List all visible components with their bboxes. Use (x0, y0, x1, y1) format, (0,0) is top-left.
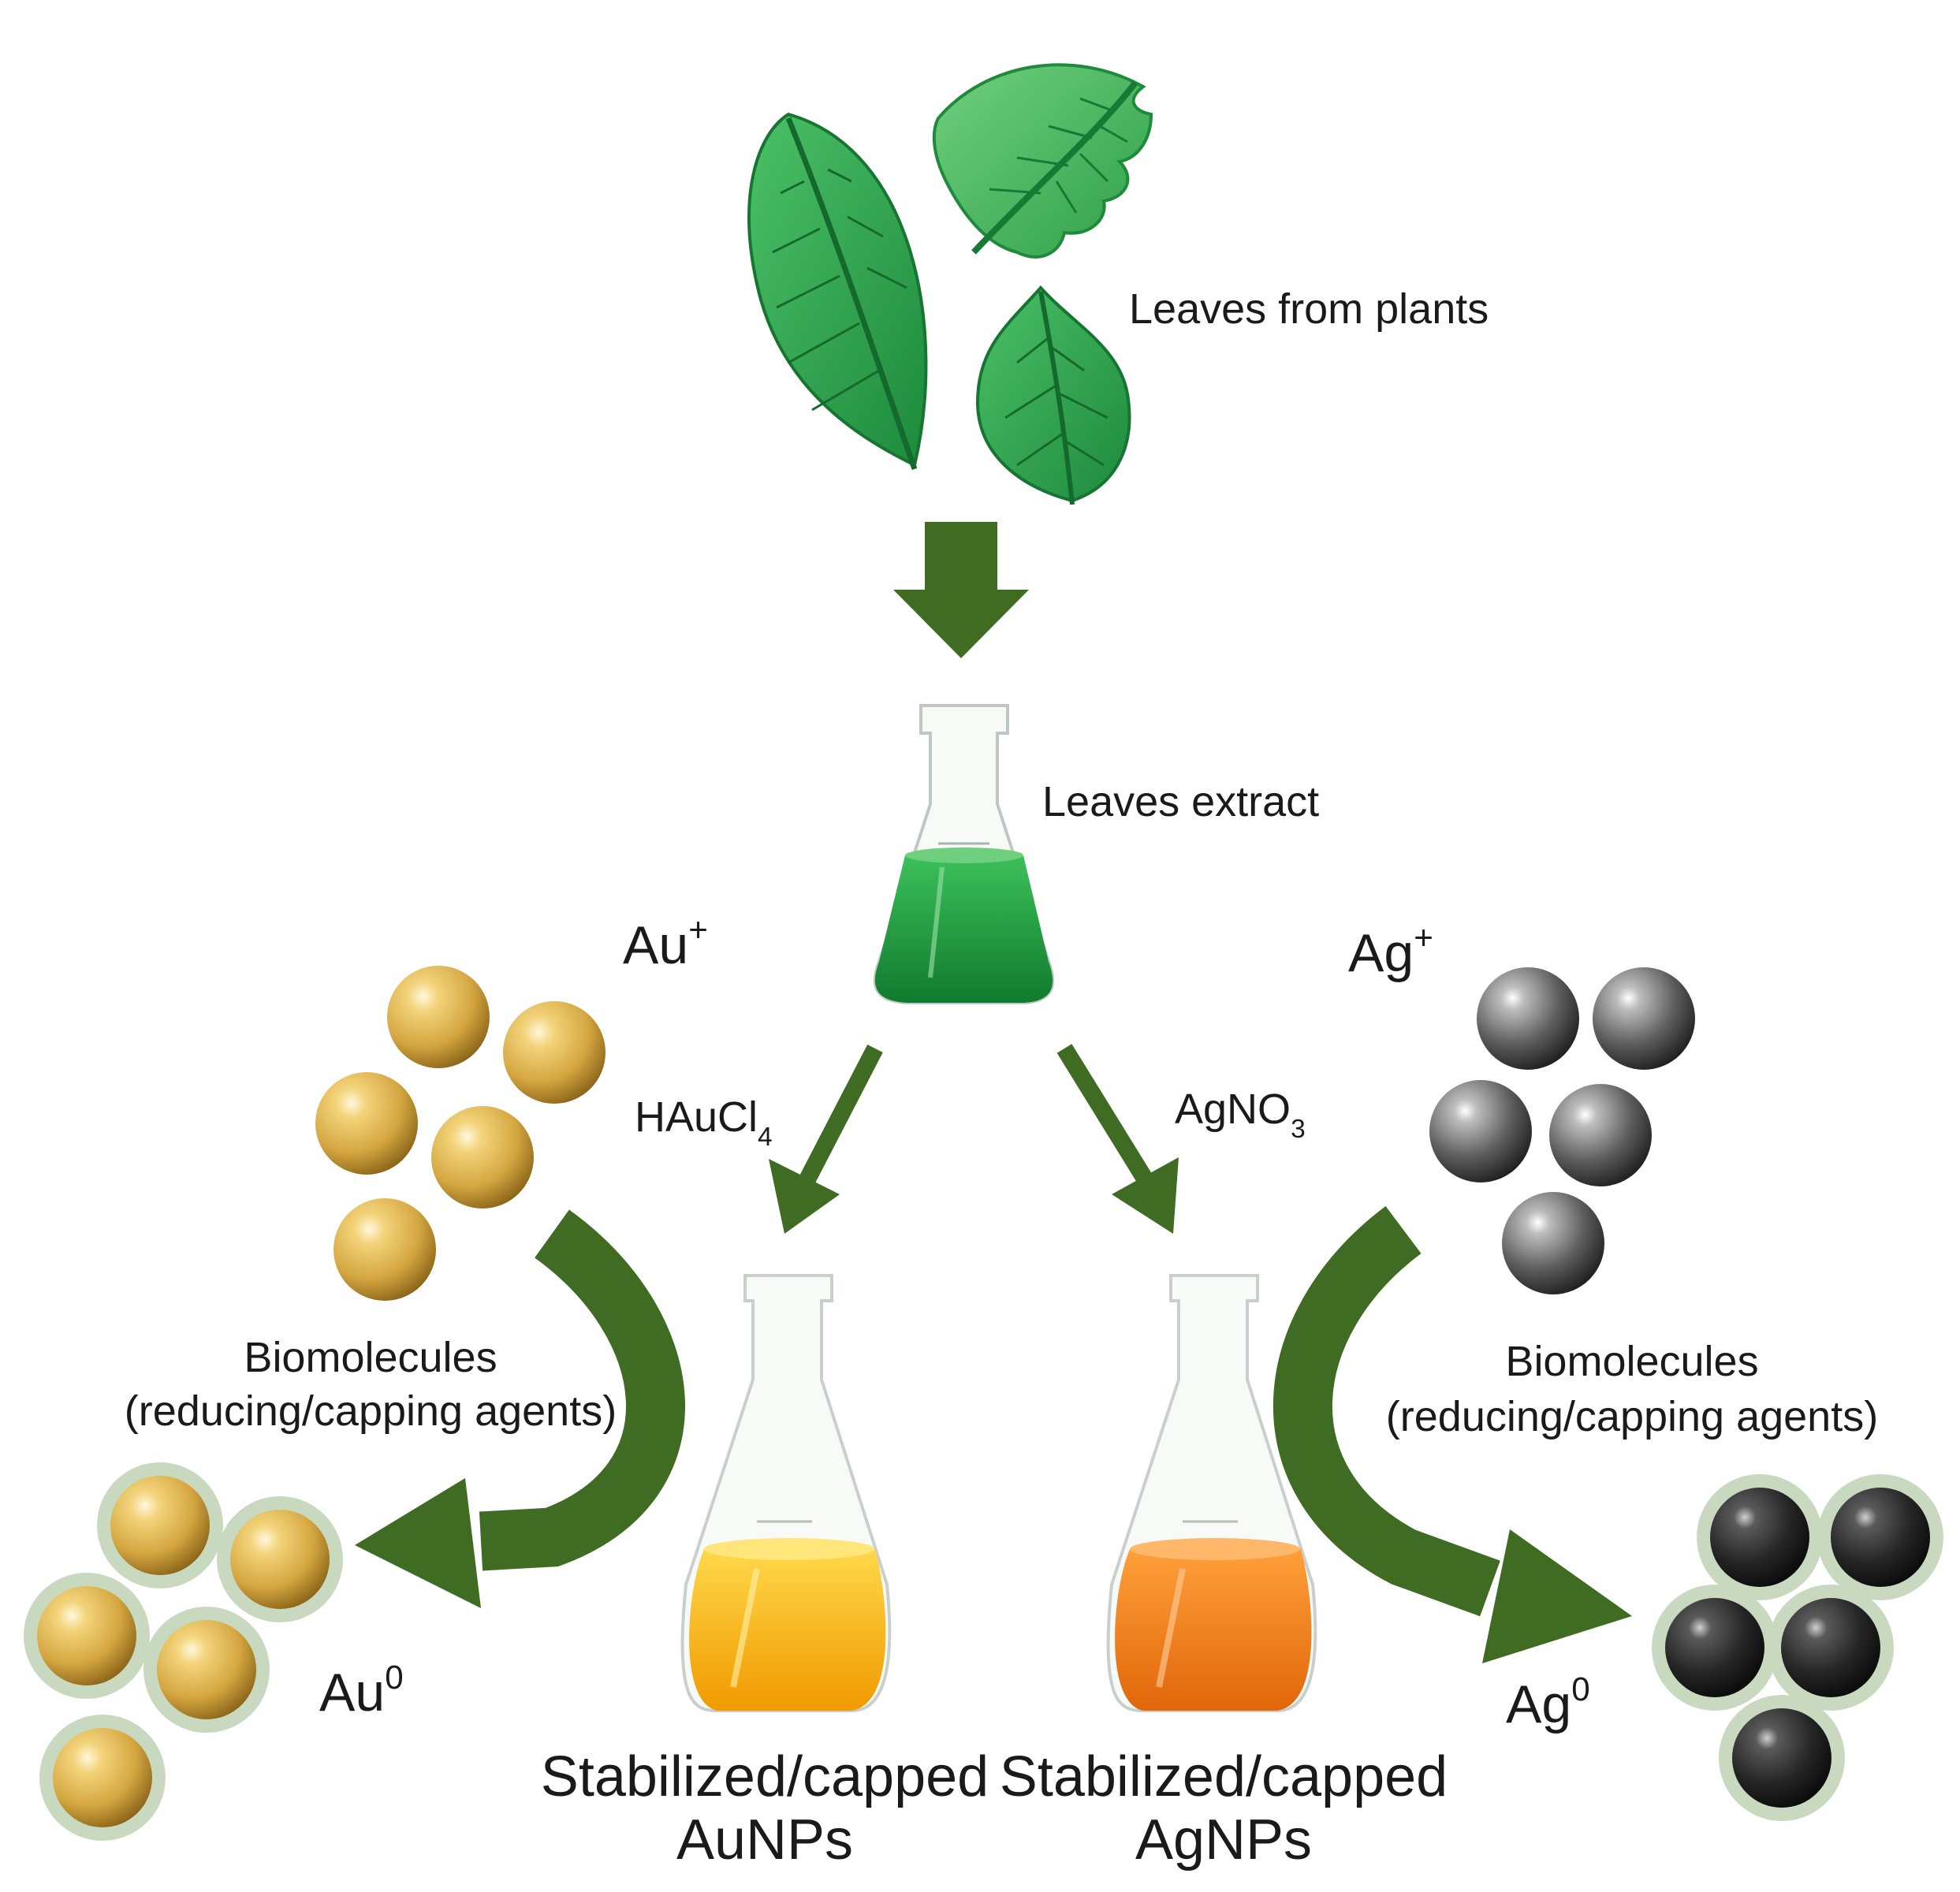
ag-ion-label: Ag+ (1348, 919, 1433, 983)
nanoparticle-icon (333, 1198, 436, 1301)
nanoparticle-icon (431, 1106, 534, 1209)
agnps-label-line1: Stabilized/capped (1000, 1745, 1448, 1808)
leaf-icon (747, 112, 928, 471)
nanoparticle-icon (1549, 1084, 1652, 1186)
monstera-leaf-icon (932, 63, 1153, 259)
agno3-arrow (1056, 1044, 1179, 1234)
haucl4-label: HAuCl4 (635, 1093, 773, 1152)
biomolecules-left-line1: Biomolecules (244, 1334, 497, 1381)
au-ion-label: Au+ (623, 911, 708, 975)
heart-leaf-icon (975, 285, 1131, 505)
nanoparticle-icon (315, 1072, 418, 1175)
nanoparticle-icon (1593, 967, 1695, 1070)
nanoparticle-icon (24, 1573, 150, 1699)
agnps-label-line2: AgNPs (1135, 1808, 1312, 1872)
ag-ion-particles (1429, 967, 1695, 1294)
ag-reduction-arrow (1273, 1206, 1632, 1663)
au-solution-liquid (689, 1549, 886, 1711)
flask-icon (1106, 1274, 1317, 1712)
biomolecules-right-line2: (reducing/capping agents) (1386, 1393, 1878, 1440)
green-extract-liquid (874, 855, 1053, 1003)
au0-label: Au0 (319, 1659, 404, 1723)
nanoparticle-icon (1719, 1695, 1845, 1821)
nanoparticle-icon (1817, 1474, 1943, 1600)
nanoparticle-icon (1697, 1474, 1823, 1600)
extract-label: Leaves extract (1042, 778, 1319, 825)
biomolecules-right-line1: Biomolecules (1505, 1338, 1758, 1385)
nanoparticle-icon (39, 1715, 166, 1841)
capped-au-particles (24, 1462, 343, 1841)
aunps-label-line1: Stabilized/capped (541, 1745, 989, 1808)
biomolecules-left-line2: (reducing/capping agents) (125, 1387, 617, 1435)
haucl4-arrow (769, 1044, 883, 1234)
ag0-label: Ag0 (1506, 1670, 1590, 1734)
leaves-group (747, 63, 1153, 505)
nanoparticle-icon (97, 1462, 223, 1588)
aunps-label-line2: AuNPs (676, 1808, 853, 1872)
au-reduction-arrow (355, 1209, 685, 1608)
flask-icon (874, 704, 1055, 1004)
nanoparticle-icon (1502, 1192, 1604, 1294)
ag-solution-liquid (1115, 1549, 1312, 1711)
nanoparticle-icon (217, 1496, 343, 1622)
nanoparticle-icon (387, 966, 490, 1068)
nanoparticle-icon (1768, 1585, 1894, 1711)
capped-ag-particles (1652, 1474, 1943, 1821)
leaves-label: Leaves from plants (1129, 285, 1489, 333)
nanoparticle-icon (1429, 1080, 1532, 1182)
nanoparticle-icon (143, 1607, 270, 1733)
down-arrow (893, 522, 1029, 658)
au-ion-particles (315, 966, 606, 1301)
flask-icon (680, 1274, 892, 1712)
nanoparticle-icon (503, 1001, 606, 1104)
agno3-label: AgNO3 (1175, 1086, 1306, 1144)
nanoparticle-icon (1652, 1585, 1778, 1711)
nanoparticle-icon (1477, 967, 1579, 1070)
